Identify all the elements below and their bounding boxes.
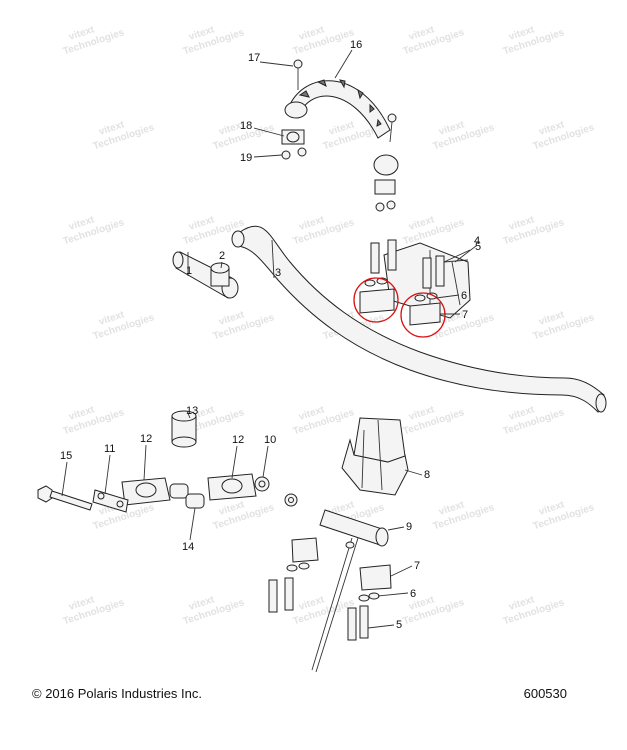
watermark-text: vitextTechnologies bbox=[58, 586, 126, 628]
callout-7-upper: 7 bbox=[462, 309, 468, 321]
spacer-14 bbox=[169, 483, 205, 509]
callout-5-lower: 5 bbox=[396, 619, 402, 631]
callout-13: 13 bbox=[186, 405, 198, 417]
stem-9 bbox=[311, 509, 389, 673]
bushing-10 bbox=[254, 476, 298, 507]
callout-7-lower: 7 bbox=[414, 560, 420, 572]
watermark-text: vitextTechnologies bbox=[288, 206, 356, 248]
watermark-text: vitextTechnologies bbox=[398, 16, 466, 58]
handlebar-3 bbox=[231, 225, 607, 413]
screw-17 bbox=[293, 59, 303, 90]
callout-18: 18 bbox=[240, 120, 252, 132]
callout-11: 11 bbox=[104, 443, 115, 455]
watermark-text: vitextTechnologies bbox=[498, 206, 566, 248]
handlebar-pad-16 bbox=[284, 79, 399, 212]
watermark-text: vitextTechnologies bbox=[528, 301, 596, 343]
callout-5-upper: 5 bbox=[475, 241, 481, 253]
callout-labels: 17 16 18 19 4 2 1 3 5 6 7 13 12 12 10 15… bbox=[60, 39, 481, 631]
watermark-text: vitextTechnologies bbox=[58, 206, 126, 248]
watermark-text: vitextTechnologies bbox=[528, 491, 596, 533]
copyright-notice: © 2016 Polaris Industries Inc. bbox=[32, 686, 202, 701]
callout-12-left: 12 bbox=[140, 433, 152, 445]
callout-17: 17 bbox=[248, 52, 260, 64]
riser-8 bbox=[341, 417, 409, 496]
watermark-text: vitextTechnologies bbox=[498, 396, 566, 438]
watermark-text: vitextTechnologies bbox=[88, 111, 156, 153]
callout-9: 9 bbox=[406, 521, 412, 533]
callout-8: 8 bbox=[424, 469, 430, 481]
watermark-text: vitextTechnologies bbox=[428, 111, 496, 153]
callout-14: 14 bbox=[182, 541, 194, 553]
callout-6-upper: 6 bbox=[461, 290, 467, 302]
callout-12-right: 12 bbox=[232, 434, 244, 446]
watermark-text: vitextTechnologies bbox=[58, 16, 126, 58]
bolt-15 bbox=[37, 485, 93, 511]
bolts-5-upper bbox=[370, 239, 445, 289]
callout-1: 1 bbox=[186, 265, 192, 277]
watermark-text: vitextTechnologies bbox=[58, 396, 126, 438]
end-plug-2 bbox=[210, 262, 230, 287]
watermark-text: vitextTechnologies bbox=[428, 491, 496, 533]
callout-4: 4 bbox=[474, 235, 480, 247]
watermark-text: vitextTechnologies bbox=[528, 111, 596, 153]
callout-6-lower: 6 bbox=[410, 588, 416, 600]
collar-13 bbox=[171, 410, 197, 448]
watermark-text: vitextTechnologies bbox=[88, 301, 156, 343]
watermark-text: vitextTechnologies bbox=[288, 16, 356, 58]
clamp-18 bbox=[281, 129, 305, 145]
watermark-text: vitextTechnologies bbox=[178, 16, 246, 58]
watermark-text: vitextTechnologies bbox=[398, 206, 466, 248]
clamp-12-left bbox=[121, 477, 171, 506]
clamps-7-upper bbox=[353, 277, 446, 338]
callout-10: 10 bbox=[264, 434, 276, 446]
callout-3: 3 bbox=[275, 267, 281, 279]
watermark-text: vitextTechnologies bbox=[398, 586, 466, 628]
clamps-7-lower bbox=[291, 537, 392, 591]
watermark-text: vitextTechnologies bbox=[208, 301, 276, 343]
watermark-text: vitextTechnologies bbox=[498, 16, 566, 58]
watermark-text: vitextTechnologies bbox=[398, 396, 466, 438]
watermark-text: vitextTechnologies bbox=[178, 586, 246, 628]
watermark-text: vitextTechnologies bbox=[288, 396, 356, 438]
callout-15: 15 bbox=[60, 450, 72, 462]
screw-right bbox=[387, 113, 397, 143]
callout-19: 19 bbox=[240, 152, 252, 164]
washers-6-lower bbox=[286, 562, 380, 602]
clamp-12-right bbox=[207, 473, 257, 501]
nut-19 bbox=[281, 147, 307, 160]
bolts-5-lower bbox=[268, 577, 369, 641]
callout-16: 16 bbox=[350, 39, 362, 51]
watermark-text: vitextTechnologies bbox=[498, 586, 566, 628]
diagram-number: 600530 bbox=[523, 686, 567, 701]
plate-11 bbox=[92, 489, 129, 513]
callout-2: 2 bbox=[219, 250, 225, 262]
watermark-text: vitextTechnologies bbox=[288, 586, 356, 628]
